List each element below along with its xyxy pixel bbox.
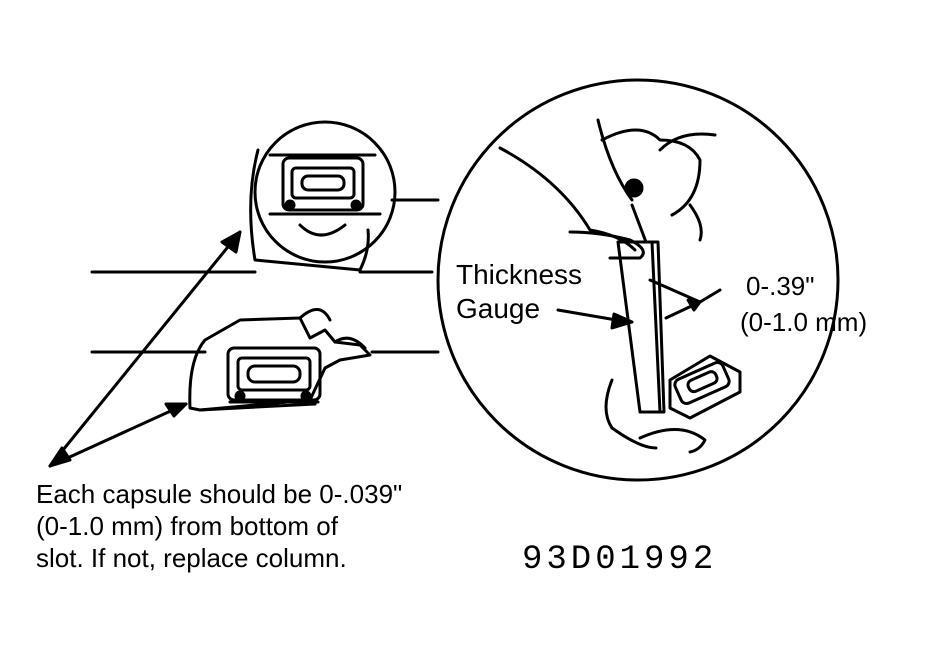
clearance-millimeters: (0-1.0 mm) [740, 307, 868, 337]
thickness-gauge-label: Thickness [456, 259, 583, 290]
pointer-arrows [48, 230, 722, 468]
column-outline [90, 270, 440, 354]
caption-line-2: (0-1.0 mm) from bottom of [36, 511, 338, 541]
caption-line-3: slot. If not, replace column. [36, 543, 347, 573]
figure-id: 93D01992 [522, 541, 718, 579]
gauge-label: Gauge [456, 293, 541, 324]
clearance-inches: 0-.39" [746, 271, 815, 301]
lower-capsule [188, 308, 372, 412]
magnified-view [436, 78, 840, 482]
upper-capsule-detail [249, 120, 397, 272]
caption-line-1: Each capsule should be 0-.039" [36, 479, 403, 509]
